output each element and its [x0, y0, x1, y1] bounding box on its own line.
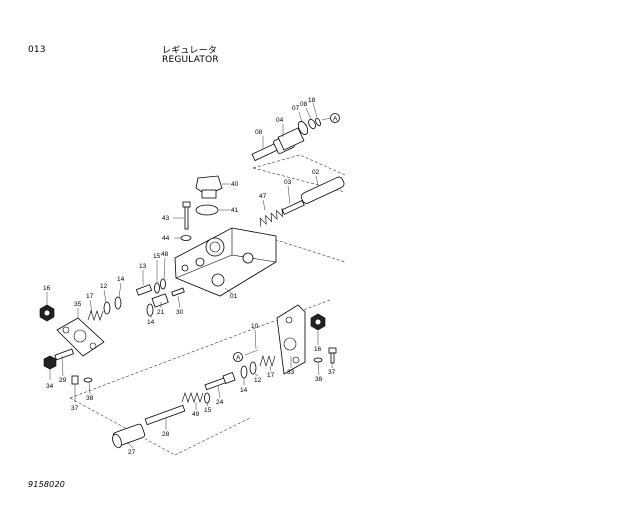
ring-14-b — [146, 303, 154, 317]
callout-label: 27 — [128, 449, 136, 456]
plug-part-40 — [195, 175, 223, 199]
callout-label: 41 — [231, 207, 239, 214]
ring-14 — [114, 296, 122, 310]
callout-label: 44 — [162, 235, 170, 242]
callout-label: 07 — [292, 105, 300, 112]
nut-34 — [43, 355, 57, 370]
leader-lines — [46, 102, 333, 449]
callout-label: 13 — [139, 263, 147, 270]
ring-12-b — [249, 361, 257, 375]
nut-16 — [39, 304, 55, 322]
ring-14-c — [240, 365, 248, 379]
cover-plate-33 — [276, 304, 306, 375]
callout-label: 16 — [43, 285, 51, 292]
washer-44 — [180, 235, 192, 241]
nut-16-b — [310, 313, 326, 331]
callout-label: 43 — [162, 215, 170, 222]
callout-label: 14 — [117, 276, 125, 283]
callout-label: 01 — [230, 293, 238, 300]
rod-part-28 — [144, 404, 186, 426]
washer-38a — [83, 377, 93, 383]
callout-label: 12 — [100, 283, 108, 290]
section-code: 013 — [28, 45, 46, 55]
callout-label: 37 — [328, 369, 336, 376]
pin-part-30 — [171, 287, 185, 297]
o-ring-41 — [195, 204, 219, 216]
callout-label: 30 — [176, 309, 184, 316]
title-japanese: レギュレータ — [162, 46, 218, 56]
arrow-line-a1 — [321, 117, 331, 121]
callout-label: 12 — [254, 377, 262, 384]
callout-label: 49 — [192, 411, 200, 418]
ref-mark-a1 — [330, 113, 340, 123]
callout-label: 29 — [59, 377, 67, 384]
callout-label: 48 — [161, 251, 169, 258]
pin-part-10 — [244, 349, 259, 356]
callout-label: 37 — [71, 405, 79, 412]
plug-part-13 — [135, 284, 153, 296]
piston-part-21 — [151, 293, 169, 308]
piston-part-02 — [300, 176, 345, 204]
callout-label: 28 — [162, 431, 170, 438]
spool-part-24 — [204, 372, 236, 391]
spring-part-49 — [181, 392, 204, 403]
regulator-body-01 — [174, 227, 277, 297]
bolt-part-37a — [71, 375, 79, 385]
washer-38b — [313, 357, 323, 363]
body-frame-line — [269, 237, 346, 263]
ring-12 — [103, 301, 111, 315]
callout-label: 33 — [287, 369, 295, 376]
callout-label: 17 — [267, 372, 275, 379]
ring-18 — [315, 117, 321, 127]
sleeve-part-04 — [277, 127, 305, 151]
pin-part-03 — [281, 200, 305, 215]
callout-label: A — [236, 355, 241, 362]
adjust-screw-17 — [87, 310, 104, 321]
ring-15-b — [204, 392, 210, 404]
callout-label: 35 — [74, 301, 82, 308]
callout-label: 14 — [240, 387, 248, 394]
bolt-part-37b — [328, 347, 337, 364]
callout-label: 24 — [216, 399, 224, 406]
sleeve-part-27 — [112, 423, 146, 449]
adjust-screw-17-b — [259, 354, 276, 368]
seal-ring-08 — [308, 118, 316, 130]
figure-code: 9158020 — [28, 480, 66, 489]
callout-label: 38 — [315, 376, 323, 383]
ref-mark-a2 — [233, 352, 243, 362]
callout-label: 14 — [147, 319, 155, 326]
cover-plate-35 — [56, 317, 105, 357]
bolt-part-43 — [182, 201, 191, 230]
callout-label: 15 — [153, 253, 161, 260]
ring-48 — [160, 278, 166, 290]
seal-ring-07 — [297, 121, 309, 135]
callout-label: 15 — [204, 407, 212, 414]
callout-label: 47 — [259, 193, 267, 200]
callout-label: 34 — [46, 383, 54, 390]
callout-label: 16 — [314, 346, 322, 353]
callout-label: 04 — [276, 117, 284, 124]
spring-part-47 — [259, 208, 283, 227]
callout-label: 21 — [157, 309, 165, 316]
bolt-part-29 — [54, 348, 74, 361]
callout-label: 18 — [308, 97, 316, 104]
callout-label: A — [333, 116, 338, 123]
callout-label: 02 — [312, 169, 320, 176]
upper-assembly-frame — [252, 154, 346, 193]
callout-label: 38 — [86, 395, 94, 402]
callout-label: 08 — [255, 129, 263, 136]
callout-label: 17 — [86, 293, 94, 300]
callout-label: 08 — [300, 101, 308, 108]
callout-label: 40 — [231, 181, 239, 188]
ring-15 — [154, 282, 160, 294]
title-english: REGULATOR — [162, 55, 219, 65]
callout-label: 03 — [284, 179, 292, 186]
callout-label: 10 — [251, 323, 259, 330]
